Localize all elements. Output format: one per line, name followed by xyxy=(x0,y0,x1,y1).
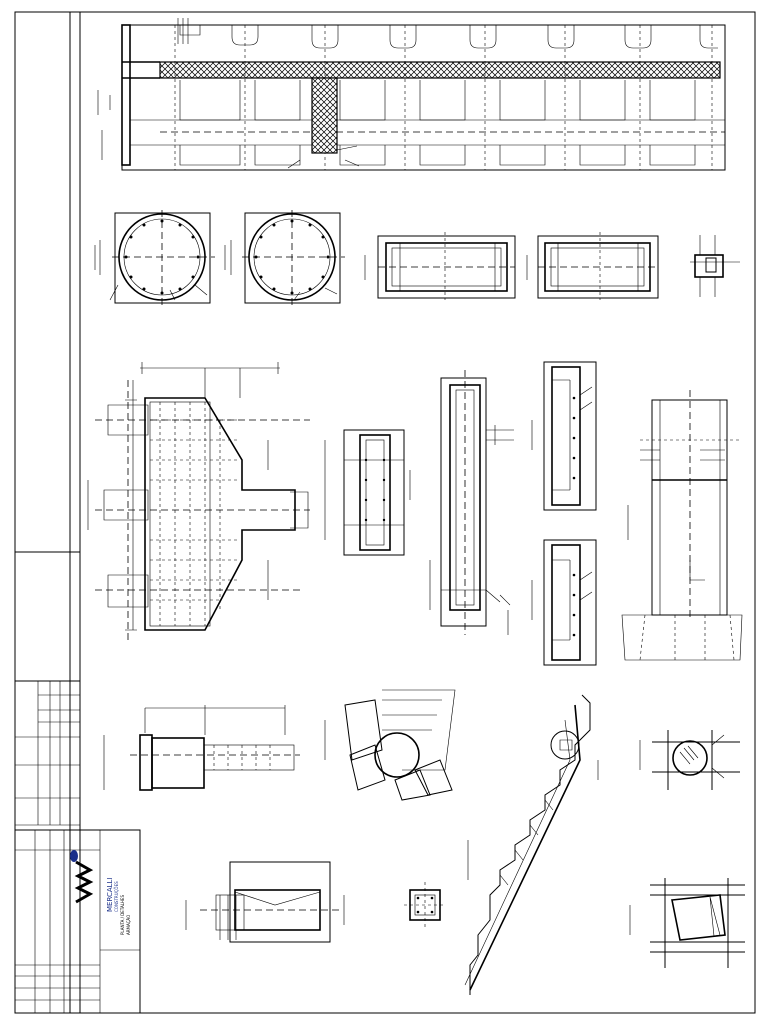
title-line-3: ARMAÇÃO xyxy=(126,915,131,935)
circular-section-1 xyxy=(94,210,215,305)
pile-cap-plan xyxy=(87,362,310,640)
circular-section-2 xyxy=(224,210,345,305)
column-footing-elevation xyxy=(621,390,743,661)
left-strip-grid xyxy=(15,681,80,826)
square-section xyxy=(404,882,446,928)
company-subtitle: CONSTRUÇÕES xyxy=(114,881,119,912)
wall-section-upper xyxy=(531,361,597,511)
pile-cap-bottom xyxy=(185,861,345,943)
beam-grid-lines xyxy=(174,25,713,170)
stair-detail xyxy=(464,694,599,995)
title-line-2: PLANTA / DETALHES xyxy=(120,895,125,935)
angled-joint-detail xyxy=(324,689,456,801)
column-elevation-tall xyxy=(429,370,514,635)
frame-detail-bottom-right xyxy=(629,878,745,968)
wall-section-lower xyxy=(531,539,597,666)
beam-central-column xyxy=(311,77,338,154)
company-logo xyxy=(70,850,94,904)
beam-section-b xyxy=(526,232,659,300)
company-name: MERCALLI xyxy=(106,877,114,912)
bracket-detail xyxy=(103,705,300,791)
beam-openings xyxy=(179,25,718,166)
round-column-detail xyxy=(639,730,740,790)
title-block: MERCALLI CONSTRUÇÕES PLANTA / DETALHES A… xyxy=(14,829,141,1014)
sheet-border xyxy=(14,11,756,1014)
small-detail-top-right xyxy=(690,235,740,297)
beam-section-a xyxy=(364,232,516,300)
beam-detail-center xyxy=(324,429,411,556)
beam-elevation-top xyxy=(97,18,726,171)
